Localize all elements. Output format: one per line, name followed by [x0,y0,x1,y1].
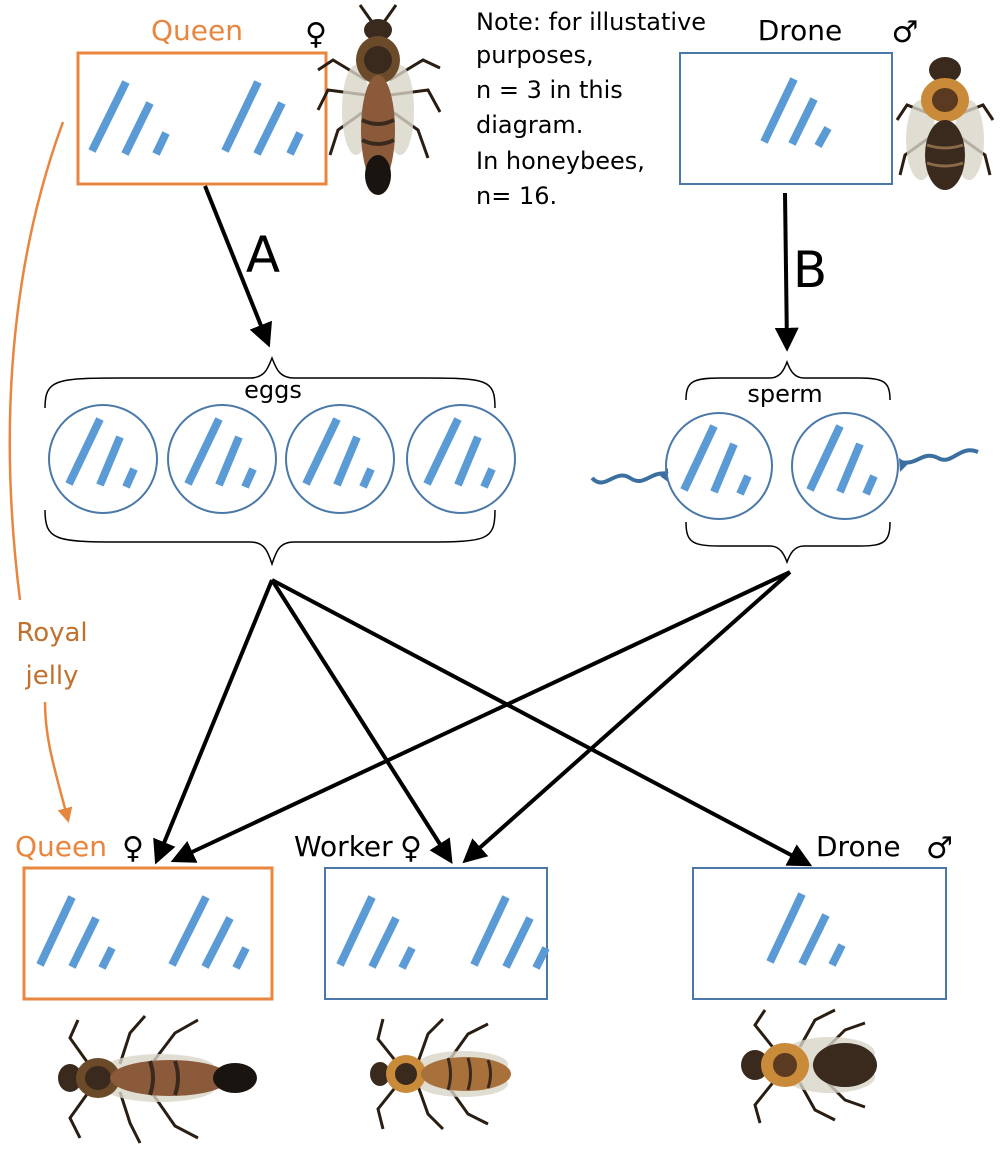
egg-to-worker-arrow [270,578,453,865]
royal-jelly-label-line2: jelly [24,661,78,691]
sperm-to-queen-arrow [170,570,791,863]
egg-to-queen-arrow [153,579,274,865]
note-line-4: diagram. [476,111,583,139]
sperm-label: sperm [747,380,822,408]
queen-genome-box [76,51,328,186]
royal-jelly-pathway: Royal jelly [8,121,88,820]
note-line-1: Note: for illustative [476,8,706,36]
offspring-queen-chromosome-set-2 [168,895,250,970]
offspring-worker-symbol: ♀ [400,831,422,866]
egg-cell [406,404,516,514]
sperm-cell [791,412,979,520]
sperm-top-brace [685,359,891,401]
offspring-drone-genome-box [692,867,947,1000]
offspring-drone-symbol: ♂ [926,831,953,866]
offspring-drone-label: Drone [816,830,901,863]
egg-to-drone-arrow [271,578,813,867]
sperm-bottom-brace [685,521,891,565]
sperm-to-worker-arrow [462,570,792,864]
royal-jelly-arrow [8,121,68,820]
note-line-2: purposes, [476,41,594,69]
parent-queen: Queen ♀ [76,4,442,195]
female-symbol: ♀ [305,17,327,52]
note-line-5: In honeybees, [476,147,645,175]
offspring-drone-bee-icon [741,1008,877,1124]
eggs-top-brace [44,355,496,409]
offspring-queen-label: Queen [15,830,107,863]
offspring-worker: Worker ♀ [294,830,550,1131]
offspring-queen-genome-box [22,866,274,1001]
note: Note: for illustative purposes, n = 3 in… [476,8,706,210]
eggs-group: eggs [44,355,516,567]
mitosis-arrow-b: B [774,192,827,352]
note-line-3: n = 3 in this [476,76,623,104]
arrow-b-label: B [793,241,827,299]
queen-chromosome-set-2 [221,80,304,156]
offspring-queen-symbol: ♀ [122,831,144,866]
royal-jelly-label-line1: Royal [16,618,87,648]
drone-chromosome-set [760,77,832,148]
drone-bee-icon [895,57,995,190]
worker-bee-icon [370,1017,511,1131]
eggs-label: eggs [244,376,302,404]
meiosis-arrow-a: A [203,185,280,348]
note-line-6: n= 16. [476,182,557,210]
sperm-cell [590,412,773,520]
eggs-bottom-brace [44,509,496,567]
offspring-worker-label: Worker [294,830,393,863]
offspring-queen-chromosome-set-1 [36,895,116,970]
offspring-worker-chromosome-set-1 [336,895,416,970]
parent-queen-label: Queen [151,14,243,47]
parent-drone-label: Drone [758,14,843,47]
queen-bee-icon [316,4,442,195]
egg-cell [48,404,158,514]
sperm-group: sperm [590,359,979,565]
egg-cell [285,404,395,514]
offspring-worker-genome-box [324,867,548,1000]
offspring-queen: Queen ♀ [15,830,274,1144]
offspring-worker-chromosome-set-2 [470,895,550,970]
parent-drone: Drone ♂ [679,14,995,190]
offspring-queen-bee-icon [58,1015,257,1144]
offspring-drone-chromosome-set [766,892,846,967]
drone-genome-box [679,52,893,185]
arrow-a-label: A [246,226,280,284]
fertilization-arrows [153,570,813,867]
egg-cell [167,404,277,514]
queen-chromosome-set-1 [88,80,170,156]
offspring-drone: Drone ♂ [692,830,953,1124]
male-symbol: ♂ [892,15,919,50]
